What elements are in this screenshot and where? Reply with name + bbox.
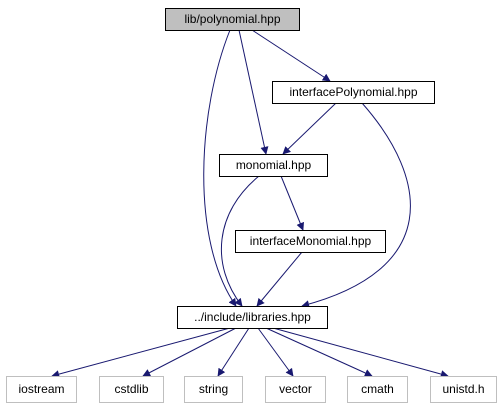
node-label-cstdlib: cstdlib <box>114 382 148 396</box>
edge-libraries-to-iostream <box>51 327 231 378</box>
node-label-cmath: cmath <box>361 382 394 396</box>
node-vector: vector <box>265 376 326 403</box>
edge-interfacePolynomial-to-libraries <box>301 102 411 309</box>
node-cstdlib: cstdlib <box>99 376 164 403</box>
node-iostream: iostream <box>6 376 77 403</box>
node-box-cmath <box>347 376 408 403</box>
edge-libraries-to-unistd <box>272 327 449 378</box>
node-box-interfacePolynomial <box>272 81 435 104</box>
node-label-iostream: iostream <box>18 382 64 396</box>
node-cmath: cmath <box>347 376 408 403</box>
node-interfacePolynomial[interactable]: interfacePolynomial.hpp <box>272 81 435 104</box>
node-box-iostream <box>6 376 77 403</box>
nodes-layer: lib/polynomial.hpp interfacePolynomial.hp… <box>6 8 497 403</box>
node-box-cstdlib <box>99 376 164 403</box>
node-interfaceMonomial[interactable]: interfaceMonomial.hpp <box>235 230 386 253</box>
node-monomial[interactable]: monomial.hpp <box>219 154 328 177</box>
edge-monomial-to-libraries <box>221 175 260 307</box>
node-libraries[interactable]: ../include/libraries.hpp <box>177 306 328 329</box>
edge-interfacePolynomial-to-monomial <box>282 102 337 155</box>
edges-layer <box>51 29 449 378</box>
node-box-polynomial <box>165 8 300 31</box>
node-box-interfaceMonomial <box>235 230 386 253</box>
edge-polynomial-to-interfacePolynomial <box>251 29 331 82</box>
node-label-interfaceMonomial: interfaceMonomial.hpp <box>250 234 372 248</box>
edge-libraries-to-vector <box>257 327 294 377</box>
node-label-unistd: unistd.h <box>442 382 484 396</box>
node-label-interfacePolynomial: interfacePolynomial.hpp <box>289 85 417 99</box>
edge-libraries-to-cstdlib <box>142 327 237 377</box>
edge-monomial-to-interfaceMonomial <box>280 175 304 231</box>
node-box-libraries <box>177 306 328 329</box>
edge-polynomial-to-libraries <box>203 29 237 307</box>
node-box-vector <box>265 376 326 403</box>
edge-libraries-to-string <box>217 327 250 377</box>
edge-polynomial-to-monomial <box>238 29 269 155</box>
node-polynomial[interactable]: lib/polynomial.hpp <box>165 8 300 31</box>
node-box-monomial <box>219 154 328 177</box>
node-unistd: unistd.h <box>430 376 497 403</box>
node-box-string <box>184 376 243 403</box>
node-label-libraries: ../include/libraries.hpp <box>194 310 311 324</box>
edge-interfaceMonomial-to-libraries <box>256 251 303 307</box>
node-label-string: string <box>199 382 228 396</box>
node-box-unistd <box>430 376 497 403</box>
node-label-polynomial: lib/polynomial.hpp <box>184 12 280 26</box>
edge-libraries-to-cmath <box>265 327 373 377</box>
node-string: string <box>184 376 243 403</box>
node-label-vector: vector <box>279 382 312 396</box>
node-label-monomial: monomial.hpp <box>236 158 312 172</box>
